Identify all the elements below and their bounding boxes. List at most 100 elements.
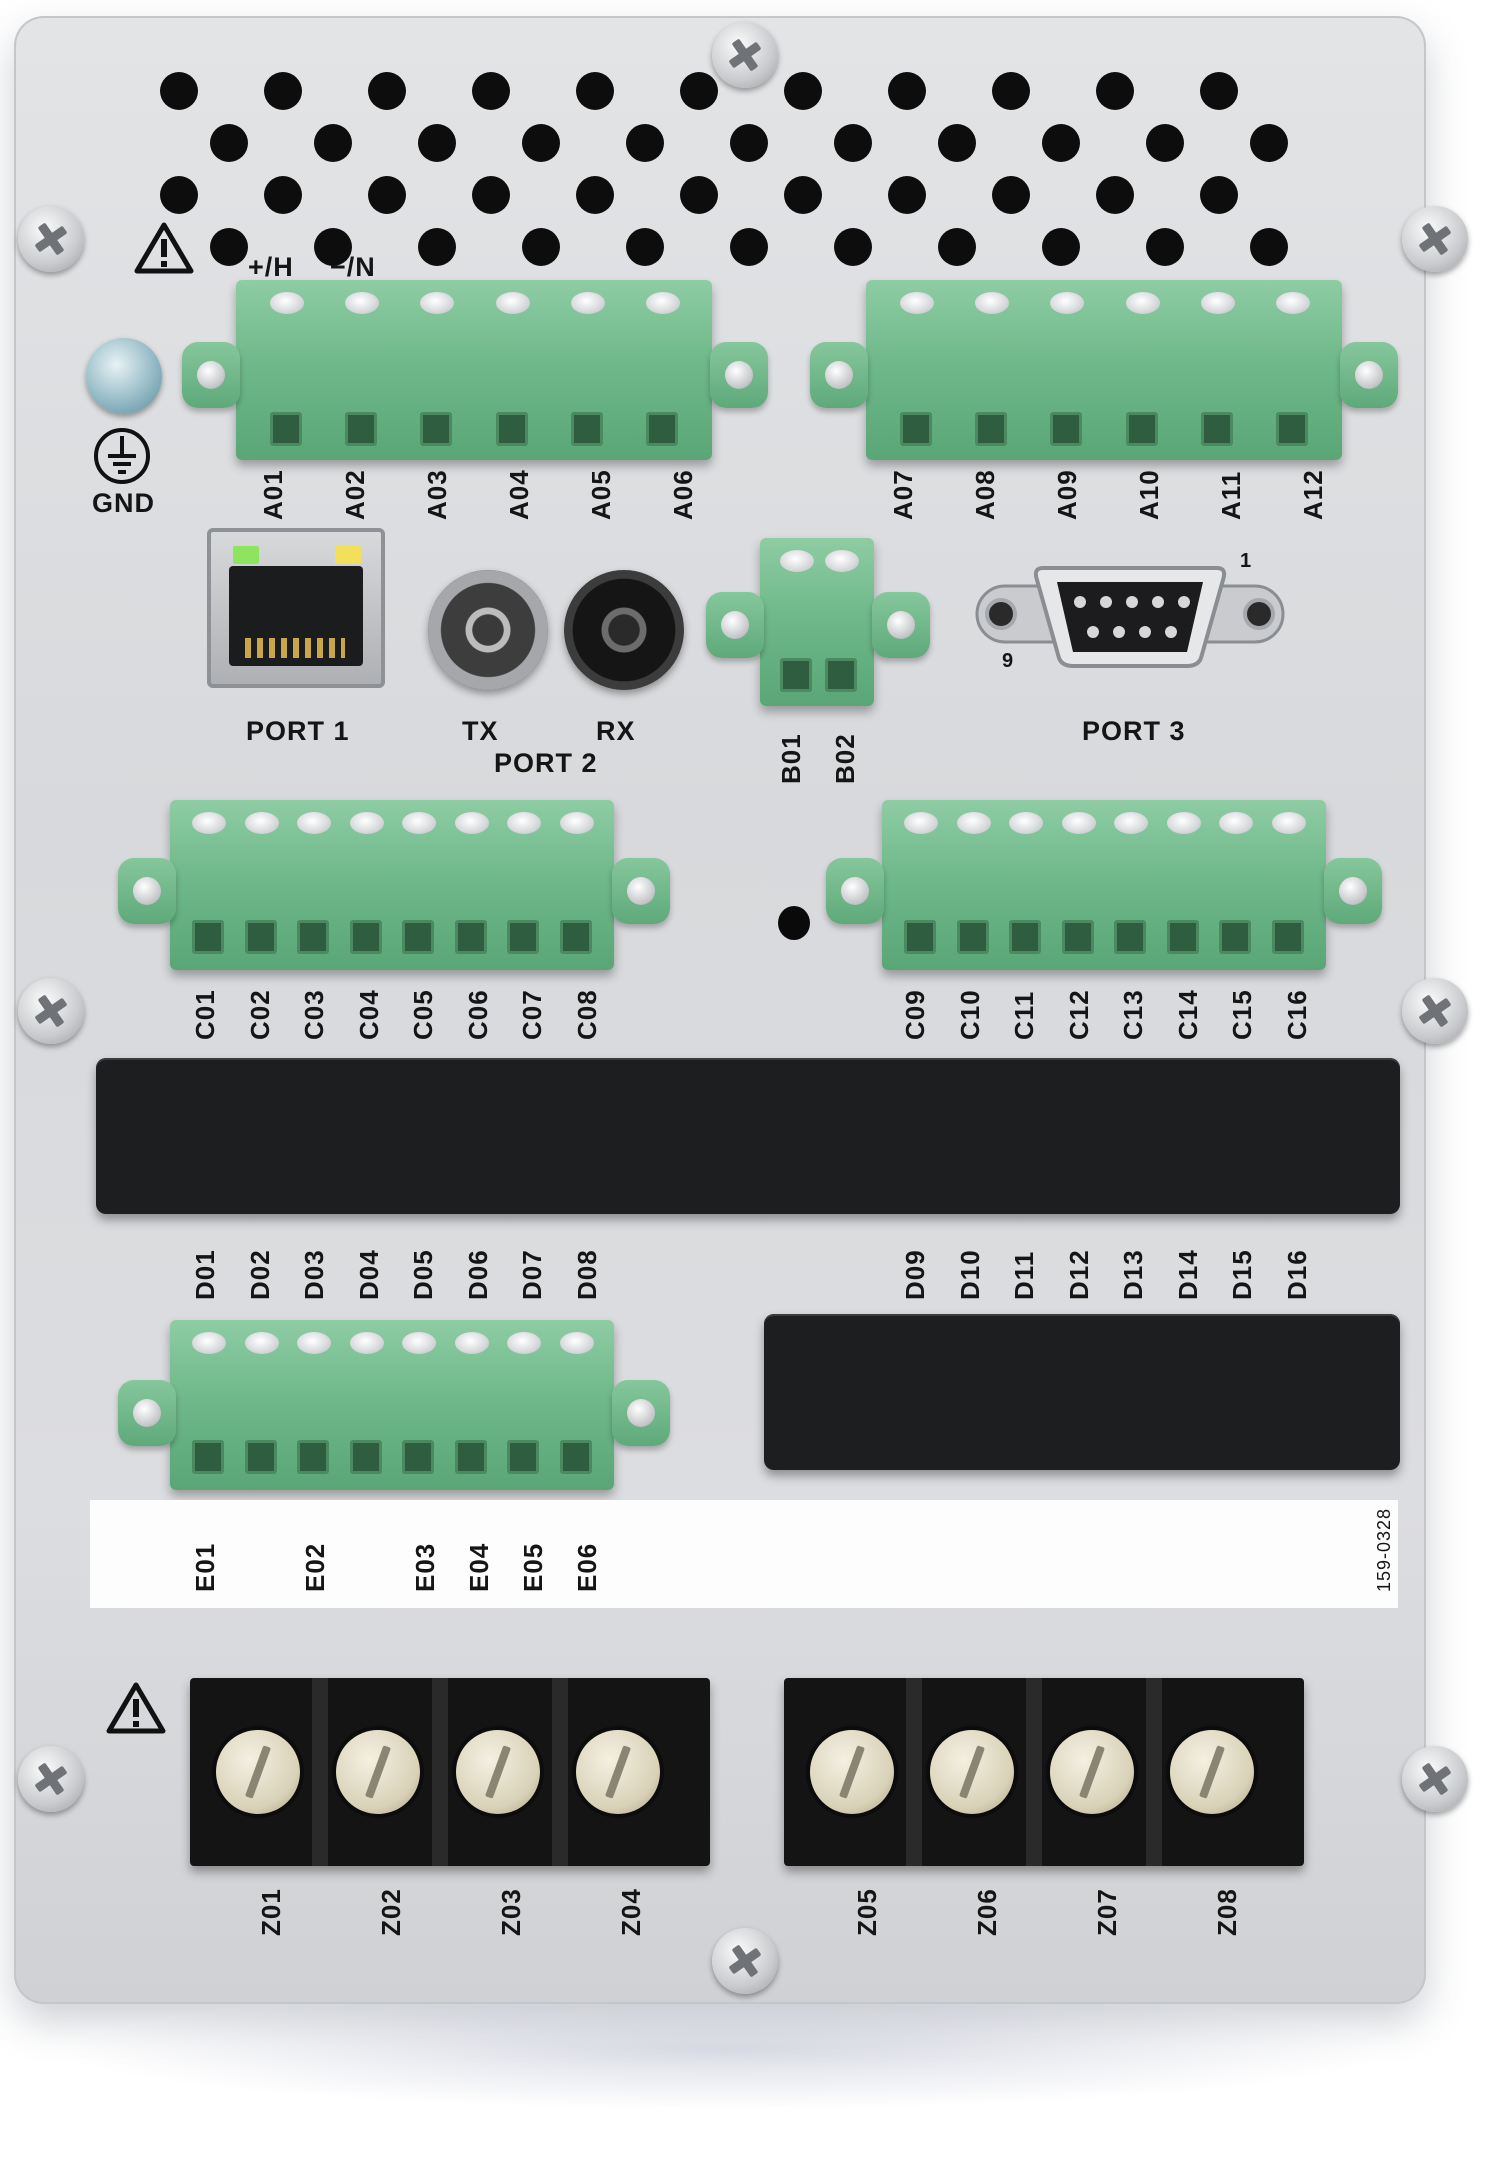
screw-icon[interactable] bbox=[956, 812, 991, 834]
screw-icon[interactable] bbox=[1271, 812, 1306, 834]
terminal-pin[interactable] bbox=[488, 280, 536, 460]
screw-icon[interactable] bbox=[1125, 292, 1160, 314]
terminal-pin[interactable] bbox=[447, 1320, 495, 1488]
screw-icon[interactable] bbox=[344, 292, 379, 314]
screw-icon[interactable] bbox=[1046, 1726, 1138, 1818]
terminal-pin[interactable] bbox=[412, 280, 460, 460]
terminal-pin[interactable] bbox=[394, 800, 442, 968]
screw-icon[interactable] bbox=[495, 292, 530, 314]
terminal-pin[interactable] bbox=[1118, 280, 1166, 460]
terminal-pin[interactable] bbox=[342, 800, 390, 968]
terminal-pin[interactable] bbox=[499, 1320, 547, 1488]
terminal-pin[interactable] bbox=[1106, 800, 1154, 968]
screw-icon[interactable] bbox=[402, 812, 437, 834]
terminal-pin[interactable] bbox=[1211, 800, 1259, 968]
screw-icon[interactable] bbox=[507, 1332, 542, 1354]
screw-icon[interactable] bbox=[841, 877, 869, 905]
terminal-pin[interactable] bbox=[817, 538, 862, 706]
screw-icon[interactable] bbox=[1061, 812, 1096, 834]
screw-icon[interactable] bbox=[806, 1726, 898, 1818]
screw-icon[interactable] bbox=[974, 292, 1009, 314]
port1-rj45-jack[interactable] bbox=[207, 528, 385, 688]
terminal-pin[interactable] bbox=[1001, 800, 1049, 968]
terminal-pin[interactable] bbox=[967, 280, 1015, 460]
screw-icon[interactable] bbox=[197, 361, 225, 389]
screw-icon[interactable] bbox=[269, 292, 304, 314]
terminal-pin[interactable] bbox=[447, 800, 495, 968]
terminal-pin[interactable] bbox=[337, 280, 385, 460]
terminal-pin[interactable] bbox=[499, 800, 547, 968]
terminal-pin[interactable] bbox=[949, 800, 997, 968]
screw-icon[interactable] bbox=[402, 1332, 437, 1354]
terminal-pin[interactable] bbox=[262, 280, 310, 460]
screw-icon[interactable] bbox=[887, 611, 915, 639]
screw-icon[interactable] bbox=[572, 1726, 664, 1818]
terminal-pin[interactable] bbox=[1268, 280, 1316, 460]
screw-icon[interactable] bbox=[452, 1726, 544, 1818]
screw-icon[interactable] bbox=[780, 550, 814, 572]
screw-icon[interactable] bbox=[1166, 812, 1201, 834]
terminal-block-e[interactable] bbox=[170, 1320, 614, 1490]
screw-icon[interactable] bbox=[1339, 877, 1367, 905]
screw-icon[interactable] bbox=[1200, 292, 1235, 314]
terminal-pin[interactable] bbox=[237, 1320, 285, 1488]
terminal-block-c-left[interactable] bbox=[170, 800, 614, 970]
screw-icon[interactable] bbox=[627, 1399, 655, 1427]
port2-rx-connector[interactable] bbox=[564, 570, 684, 690]
screw-icon[interactable] bbox=[825, 361, 853, 389]
screw-icon[interactable] bbox=[133, 1399, 161, 1427]
terminal-pin[interactable] bbox=[394, 1320, 442, 1488]
screw-icon[interactable] bbox=[332, 1726, 424, 1818]
screw-icon[interactable] bbox=[559, 1332, 594, 1354]
screw-icon[interactable] bbox=[899, 292, 934, 314]
screw-icon[interactable] bbox=[507, 812, 542, 834]
terminal-pin[interactable] bbox=[184, 1320, 232, 1488]
terminal-pin[interactable] bbox=[552, 1320, 600, 1488]
screw-icon[interactable] bbox=[454, 1332, 489, 1354]
screw-icon[interactable] bbox=[1050, 292, 1085, 314]
terminal-pin[interactable] bbox=[1042, 280, 1090, 460]
terminal-pin[interactable] bbox=[892, 280, 940, 460]
terminal-pin[interactable] bbox=[552, 800, 600, 968]
screw-icon[interactable] bbox=[725, 361, 753, 389]
screw-icon[interactable] bbox=[244, 812, 279, 834]
screw-icon[interactable] bbox=[244, 1332, 279, 1354]
screw-icon[interactable] bbox=[1009, 812, 1044, 834]
screw-icon[interactable] bbox=[646, 292, 681, 314]
screw-icon[interactable] bbox=[1355, 361, 1383, 389]
terminal-pin[interactable] bbox=[237, 800, 285, 968]
screw-icon[interactable] bbox=[570, 292, 605, 314]
terminal-pin[interactable] bbox=[1159, 800, 1207, 968]
screw-icon[interactable] bbox=[926, 1726, 1018, 1818]
screw-icon[interactable] bbox=[627, 877, 655, 905]
screw-icon[interactable] bbox=[133, 877, 161, 905]
screw-icon[interactable] bbox=[1276, 292, 1311, 314]
screw-icon[interactable] bbox=[904, 812, 939, 834]
screw-icon[interactable] bbox=[297, 812, 332, 834]
screw-icon[interactable] bbox=[297, 1332, 332, 1354]
terminal-pin[interactable] bbox=[772, 538, 817, 706]
screw-icon[interactable] bbox=[192, 1332, 227, 1354]
terminal-block-a-left[interactable] bbox=[236, 280, 712, 460]
terminal-pin[interactable] bbox=[289, 1320, 337, 1488]
screw-icon[interactable] bbox=[420, 292, 455, 314]
screw-icon[interactable] bbox=[721, 611, 749, 639]
barrier-block-z-left[interactable] bbox=[190, 1678, 710, 1866]
terminal-pin[interactable] bbox=[289, 800, 337, 968]
screw-icon[interactable] bbox=[192, 812, 227, 834]
screw-icon[interactable] bbox=[454, 812, 489, 834]
screw-icon[interactable] bbox=[349, 1332, 384, 1354]
screw-icon[interactable] bbox=[559, 812, 594, 834]
screw-icon[interactable] bbox=[1166, 1726, 1258, 1818]
terminal-pin[interactable] bbox=[1193, 280, 1241, 460]
barrier-block-z-right[interactable] bbox=[784, 1678, 1304, 1866]
ground-screw[interactable] bbox=[86, 338, 162, 414]
screw-icon[interactable] bbox=[1114, 812, 1149, 834]
terminal-pin[interactable] bbox=[1054, 800, 1102, 968]
terminal-pin[interactable] bbox=[342, 1320, 390, 1488]
terminal-pin[interactable] bbox=[563, 280, 611, 460]
terminal-block-b[interactable] bbox=[760, 538, 874, 706]
port2-tx-connector[interactable] bbox=[428, 570, 548, 690]
screw-icon[interactable] bbox=[1219, 812, 1254, 834]
terminal-pin[interactable] bbox=[1264, 800, 1312, 968]
